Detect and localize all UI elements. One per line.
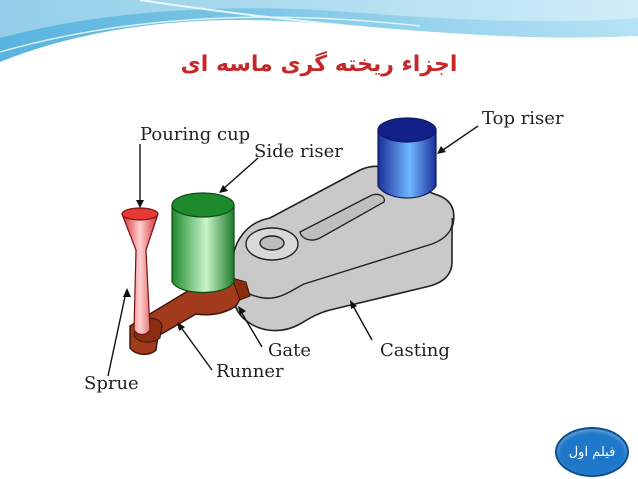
header-wave-decoration — [0, 0, 638, 62]
leader-arrowheads — [123, 146, 446, 331]
sprue — [121, 207, 159, 336]
label-gate: Gate — [268, 340, 311, 361]
leader-lines — [107, 125, 479, 377]
first-film-button[interactable]: فیلم اول — [555, 427, 629, 477]
label-casting: Casting — [380, 340, 450, 361]
label-side-riser: Side riser — [254, 141, 343, 162]
label-top-riser: Top riser — [482, 108, 564, 129]
side-riser — [171, 192, 235, 293]
label-pouring-cup: Pouring cup — [140, 124, 250, 145]
label-runner: Runner — [216, 361, 284, 382]
casting-part — [231, 165, 455, 332]
slide-title: اجزاء ریخته گری ماسه ای — [180, 52, 458, 77]
label-sprue: Sprue — [84, 373, 139, 394]
top-riser — [377, 117, 437, 199]
